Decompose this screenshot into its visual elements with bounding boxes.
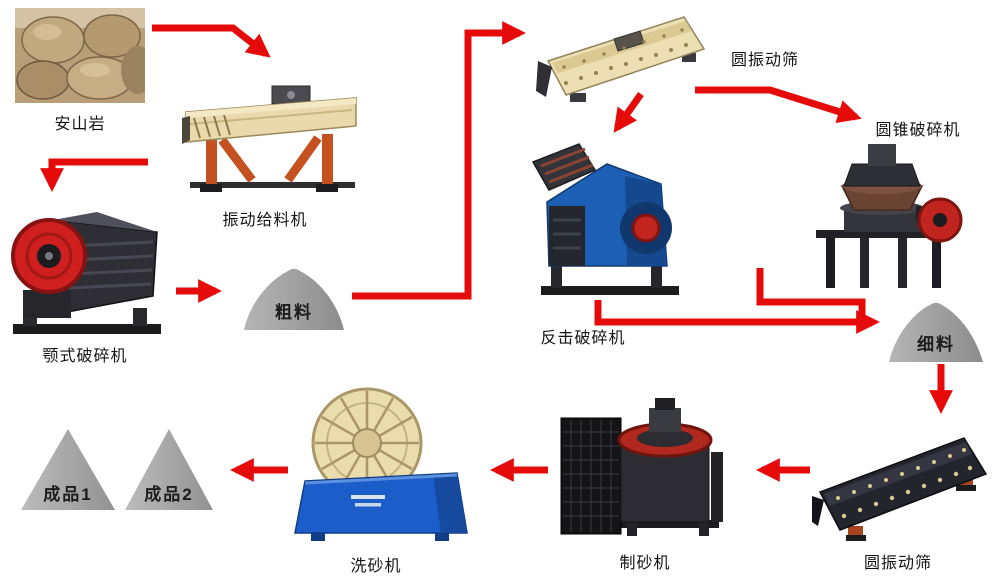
arrow-andesite-to-feeder — [152, 24, 271, 58]
label-product-1: 成品1 — [43, 485, 93, 504]
label-vibrating-screen-top: 圆振动筛 — [730, 52, 799, 69]
sand-making-machine — [553, 392, 735, 544]
sand-washing-machine-image — [294, 387, 468, 541]
product-2-triangle — [125, 429, 213, 510]
label-cone-crusher: 圆锥破碎机 — [875, 122, 961, 139]
label-sand-washing-machine: 洗砂机 — [350, 558, 402, 575]
product-2-pile: 成品2 — [122, 425, 216, 513]
fine-material-pile: 细料 — [886, 296, 986, 364]
vibrating-screen-top-image — [536, 16, 706, 102]
label-product-2: 成品2 — [144, 485, 194, 504]
label-andesite: 安山岩 — [54, 116, 106, 133]
label-sand-making-machine: 制砂机 — [619, 555, 671, 572]
jaw-crusher-image — [11, 212, 161, 334]
impact-crusher-image — [531, 143, 679, 295]
vibrating-screen-bottom — [812, 418, 990, 543]
product-1-pile: 成品1 — [18, 425, 118, 513]
coarse-pile-image — [244, 268, 344, 330]
coarse-material-pile: 粗料 — [240, 262, 348, 332]
vibrating-screen-top — [536, 5, 708, 105]
label-impact-crusher: 反击破碎机 — [540, 330, 626, 347]
label-coarse-material: 粗料 — [275, 303, 313, 322]
impact-crusher — [527, 140, 695, 305]
sand-washing-machine — [293, 385, 470, 543]
label-fine-material: 细料 — [917, 335, 955, 354]
label-jaw-crusher: 颚式破碎机 — [42, 348, 128, 365]
label-vibrating-screen-bottom: 圆振动筛 — [863, 555, 932, 572]
fine-pile-image — [889, 302, 983, 362]
vibrating-feeder-image — [182, 85, 357, 192]
sand-making-machine-image — [560, 398, 723, 536]
arrow-feeder-to-jaw — [40, 158, 148, 192]
arrow-coarse-to-screen-top — [352, 21, 526, 300]
vibrating-screen-bottom-image — [812, 437, 988, 541]
vibrating-feeder — [180, 78, 365, 196]
arrow-screen-top-to-cone — [695, 86, 862, 124]
jaw-crusher — [5, 198, 170, 340]
cone-crusher — [798, 136, 963, 294]
product-1-triangle — [21, 429, 115, 510]
rocks-image — [15, 8, 145, 103]
label-vibrating-feeder: 振动给料机 — [222, 212, 308, 229]
cone-crusher-image — [816, 144, 963, 288]
andesite-photo — [15, 8, 145, 103]
